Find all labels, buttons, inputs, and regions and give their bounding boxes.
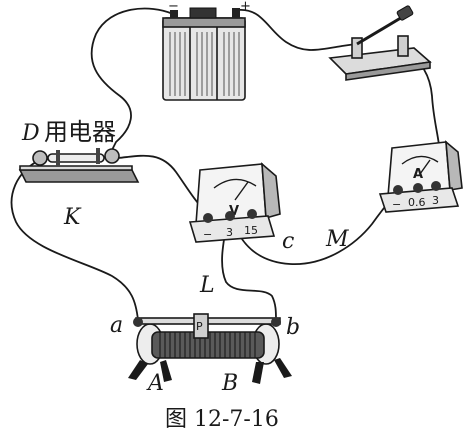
appliance-right-terminal <box>104 148 120 164</box>
label-L: L <box>199 273 215 298</box>
label-P: P <box>196 320 203 333</box>
label-K: K <box>63 205 82 230</box>
ammeter-dial <box>401 155 439 165</box>
voltmeter-dial <box>213 178 257 189</box>
label-a: a <box>110 313 123 338</box>
wire-battery-positive-to-switch <box>237 9 357 51</box>
label-B: B <box>221 371 238 396</box>
switch-blade <box>356 14 405 46</box>
label-b: b <box>286 315 300 340</box>
label-M: M <box>325 227 349 252</box>
rheostat-slider <box>193 313 209 339</box>
battery-positive-sign: + <box>240 0 251 14</box>
wire-appliance-to-voltmeter <box>117 154 207 213</box>
wire-M <box>231 191 399 265</box>
appliance-label: 用电器 <box>44 118 116 146</box>
voltmeter-symbol: V <box>229 204 239 219</box>
ammeter-terminal-06: 0.6 <box>408 196 426 209</box>
rheostat-terminal-a <box>133 317 143 327</box>
ammeter-terminal-neg: − <box>392 198 401 211</box>
knife-switch <box>328 5 432 81</box>
wire-battery-negative-to-appliance <box>90 7 174 151</box>
rheostat: P <box>128 313 292 384</box>
appliance-left-terminal <box>32 150 48 166</box>
battery: − + <box>162 0 251 101</box>
ammeter-terminal-neg-post <box>393 185 403 195</box>
battery-positive-terminal <box>232 8 240 18</box>
voltmeter: V − 3 15 <box>188 162 281 243</box>
voltmeter-terminal-3-post <box>225 211 235 221</box>
battery-negative-terminal <box>170 10 178 18</box>
voltmeter-terminal-15: 15 <box>244 224 258 237</box>
wire-L <box>221 215 277 321</box>
label-A: A <box>146 371 164 396</box>
ammeter-terminal-06-post <box>413 183 423 193</box>
battery-negative-sign: − <box>168 0 179 14</box>
wire-K <box>10 159 139 321</box>
rheostat-terminal-b <box>271 317 281 327</box>
appliance: 用电器 <box>18 118 140 183</box>
voltmeter-terminal-neg: − <box>203 228 212 241</box>
voltmeter-terminal-15-post <box>247 209 257 219</box>
label-c: c <box>282 229 294 254</box>
labels: D K L c M a b A B <box>21 121 349 396</box>
ammeter-terminal-3: 3 <box>432 194 439 207</box>
label-D: D <box>21 121 40 146</box>
voltmeter-terminal-3: 3 <box>226 226 233 239</box>
ammeter-symbol: A <box>413 167 423 182</box>
ammeter: A − 0.6 3 <box>378 140 463 213</box>
voltmeter-terminal-neg-post <box>203 213 213 223</box>
figure-caption: 图 12-7-16 <box>165 407 279 432</box>
ammeter-terminal-3-post <box>431 181 441 191</box>
